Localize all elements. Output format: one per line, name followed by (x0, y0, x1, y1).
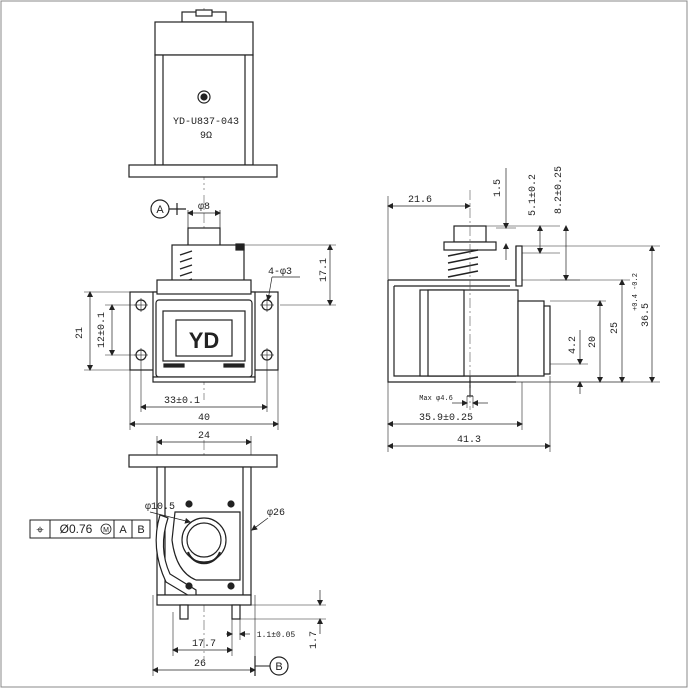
top-view: YD-U837-043 9Ω (128, 8, 278, 190)
dim-4: 36.5 (641, 303, 652, 327)
model-number: YD-U837-043 (173, 117, 239, 128)
dim-base-width: 26 (194, 659, 206, 670)
dim-2: 5.1±0.2 (528, 174, 539, 216)
dim-bore-diameter: φ10.5 (145, 502, 175, 513)
mounting-hole (134, 298, 148, 312)
dim-hole-pitch-horizontal: 33±0.1 (164, 396, 200, 407)
dim-terminal-length: 1.7 (309, 631, 320, 649)
side-view: 21.6 1.5 5.1±0.2 8.2±0.25 36.5 +0.4 -0.2… (387, 166, 660, 452)
datum-a-label: A (156, 204, 164, 216)
position-tolerance-icon: ⌖ (36, 522, 44, 537)
dim-plunger-offset: 21.6 (408, 195, 432, 206)
dim-outer-diameter: φ26 (267, 508, 285, 519)
datum-ref-b: B (137, 524, 144, 536)
datum-b-label: B (275, 661, 282, 673)
mmc-modifier: M (103, 527, 109, 534)
brand-logo: YD (189, 328, 220, 353)
dim-5: 25 (610, 322, 621, 334)
datum-ref-a: A (119, 524, 127, 536)
dim-hole-pitch-vertical: 12±0.1 (97, 312, 108, 348)
dim-9: 41.3 (457, 435, 481, 446)
dim-6: 20 (588, 336, 599, 348)
dim-4-tolerance: +0.4 -0.2 (632, 273, 640, 311)
dim-3: 8.2±0.25 (554, 166, 565, 214)
tolerance-value: Ø0.76 (60, 522, 93, 536)
dim-7: 4.2 (568, 336, 579, 354)
dim-1: 1.5 (493, 179, 504, 197)
dim-height: 21 (75, 327, 86, 339)
dim-top-width: 24 (198, 431, 210, 442)
dim-terminal-width: 1.1±0.05 (257, 631, 296, 640)
dim-max-diameter: Max φ4.6 (419, 395, 453, 403)
dim-8: 35.9±0.25 (419, 413, 473, 424)
mounting-hole (134, 348, 148, 362)
mounting-hole (260, 348, 274, 362)
hole-callout: 4-φ3 (268, 267, 292, 278)
feature-control-frame: ⌖ Ø0.76 M A B (29, 519, 151, 539)
plunger-diameter: φ8 (198, 202, 210, 213)
bottom-view: 24 φ10.5 φ26 ⌖ Ø0 (29, 431, 326, 676)
datum-b-symbol (269, 656, 289, 676)
dim-coil-height: 17.1 (319, 258, 330, 282)
front-view: A φ8 (75, 195, 336, 430)
dim-terminal-pitch: 17.7 (192, 639, 216, 650)
dim-width: 40 (198, 413, 210, 424)
coil-resistance: 9Ω (200, 131, 212, 142)
